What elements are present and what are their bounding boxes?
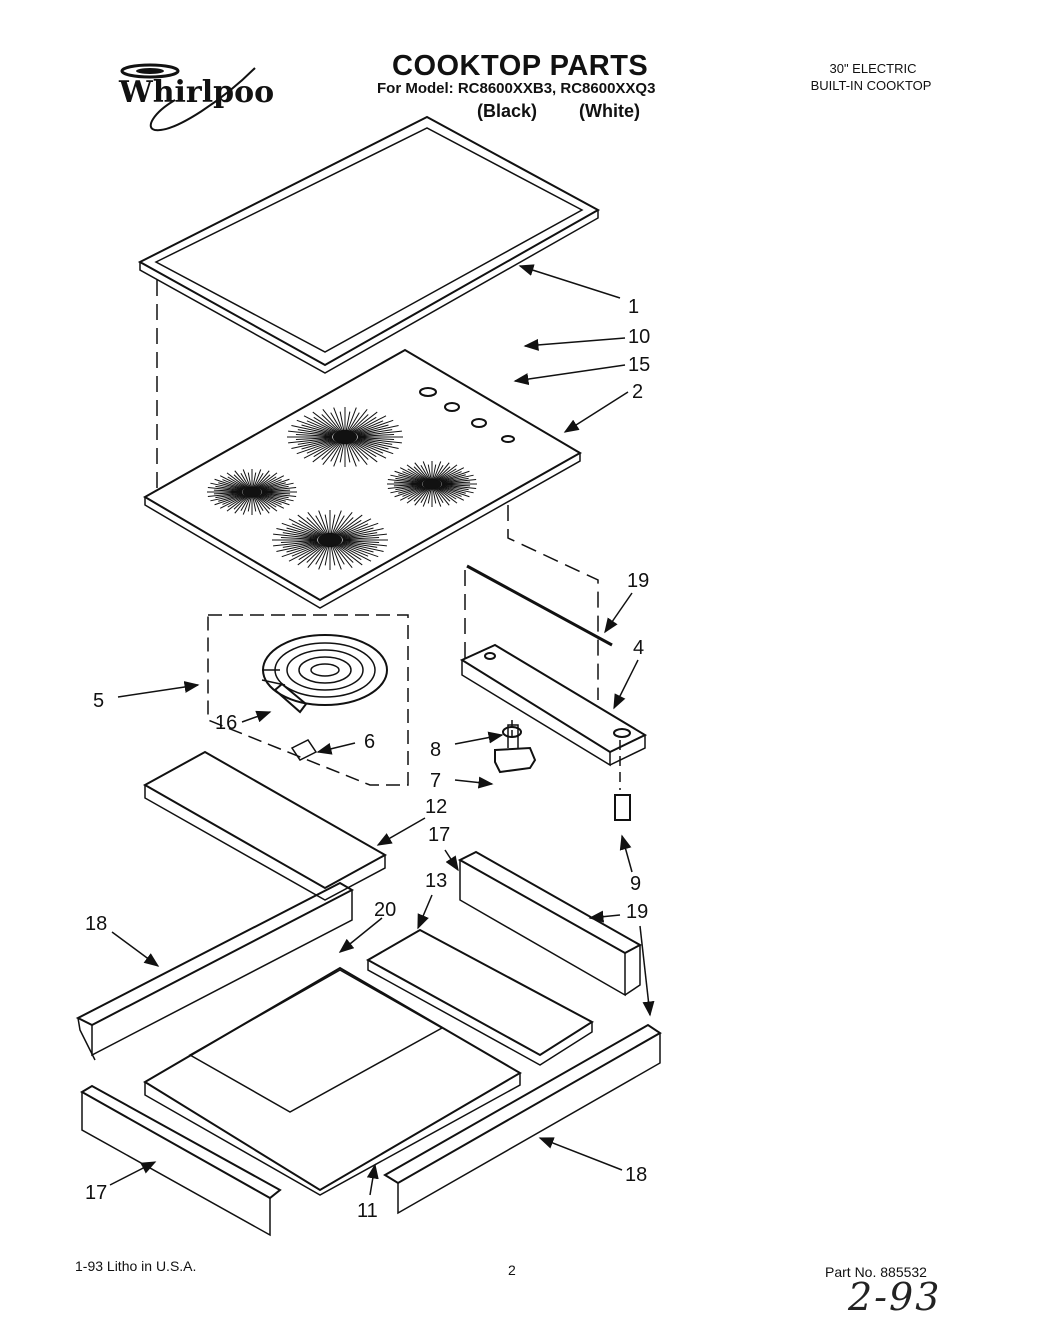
footer-litho: 1-93 Litho in U.S.A. — [75, 1258, 197, 1274]
product-type-line2: BUILT-IN COOKTOP — [810, 78, 932, 93]
burner-pattern — [287, 407, 403, 467]
callout-labels: 1 10 15 2 19 4 5 16 6 8 7 12 17 9 13 18 … — [85, 296, 650, 1222]
callout-7: 7 — [430, 770, 441, 792]
color-black-label: (Black) — [477, 101, 538, 121]
callout-17a: 17 — [428, 824, 450, 846]
callout-1: 1 — [628, 296, 639, 318]
bottom-pan — [143, 966, 522, 1196]
whirlpool-logo: Whirlpool — [118, 63, 275, 132]
control-panel-bracket — [459, 564, 648, 767]
callout-20: 20 — [374, 899, 396, 921]
callout-2: 2 — [632, 381, 643, 403]
burner-pattern — [387, 461, 477, 507]
callout-17b: 17 — [85, 1182, 107, 1204]
footer-part-number: Part No. 885532 — [825, 1264, 927, 1280]
color-white-label: (White) — [579, 101, 640, 121]
callout-11: 11 — [357, 1200, 378, 1222]
burner-pattern — [272, 510, 388, 570]
callout-18b: 18 — [625, 1164, 647, 1186]
surface-element — [261, 634, 388, 714]
product-type-line1: 30" ELECTRIC — [829, 61, 917, 76]
callout-5: 5 — [93, 690, 104, 712]
callout-6: 6 — [364, 731, 375, 753]
footer-page-number: 2 — [508, 1262, 516, 1278]
callout-15: 15 — [628, 354, 650, 376]
burner-pattern — [207, 469, 297, 515]
callout-16: 16 — [215, 712, 237, 734]
callout-10: 10 — [628, 326, 650, 348]
callout-18a: 18 — [85, 913, 107, 935]
callout-9: 9 — [630, 873, 641, 895]
glass-cooktop — [142, 348, 583, 609]
page-title: COOKTOP PARTS — [392, 50, 649, 82]
callout-12: 12 — [425, 796, 447, 818]
element-tray — [142, 750, 388, 901]
callout-4: 4 — [633, 637, 644, 659]
model-line: For Model: RC8600XXB3, RC8600XXQ3 — [377, 80, 656, 97]
callout-19: 19 — [627, 570, 649, 592]
handwritten-date: 2-93 — [848, 1275, 942, 1319]
callout-8: 8 — [430, 739, 441, 761]
cooktop-frame — [137, 115, 601, 374]
svg-text:Whirlpool: Whirlpool — [118, 75, 275, 110]
callout-13: 13 — [425, 870, 447, 892]
callout-19b: 19 — [626, 901, 648, 923]
